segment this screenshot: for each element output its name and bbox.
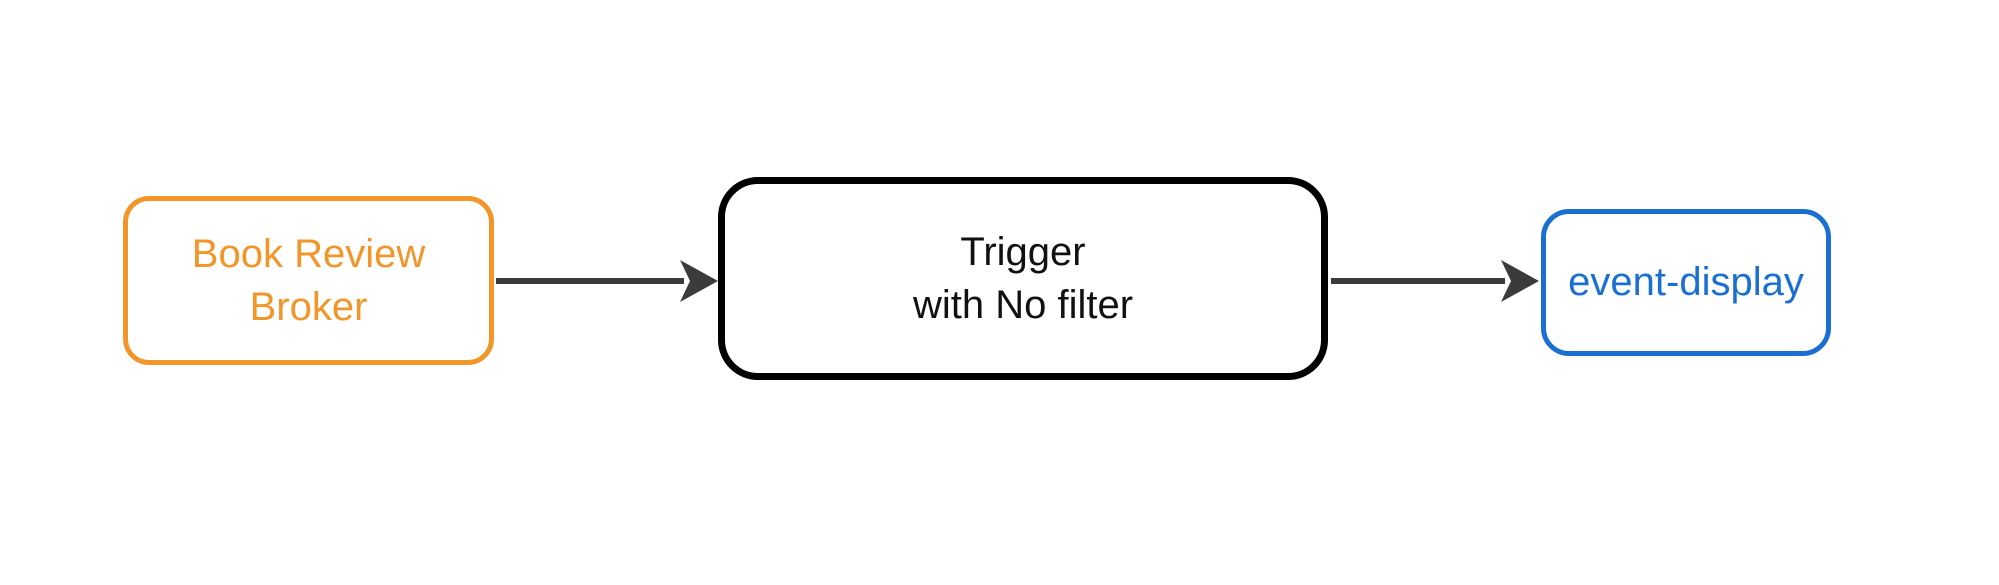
arrow-broker-to-trigger	[496, 260, 718, 302]
node-label-line: event-display	[1568, 260, 1804, 304]
node-label-line: with No filter	[912, 282, 1134, 327]
node-book-review-broker: Book Review Broker	[123, 196, 494, 365]
node-event-display: event-display	[1541, 209, 1831, 356]
arrow-trigger-to-event-display	[1331, 260, 1539, 302]
arrow-head-icon	[1501, 260, 1539, 302]
arrow-head-icon	[680, 260, 718, 302]
node-label-line: Broker	[249, 284, 368, 329]
node-label-line: Book Review	[191, 231, 426, 276]
node-trigger-with-no-filter: Trigger with No filter	[718, 177, 1328, 380]
node-label-line: Trigger	[960, 229, 1086, 274]
